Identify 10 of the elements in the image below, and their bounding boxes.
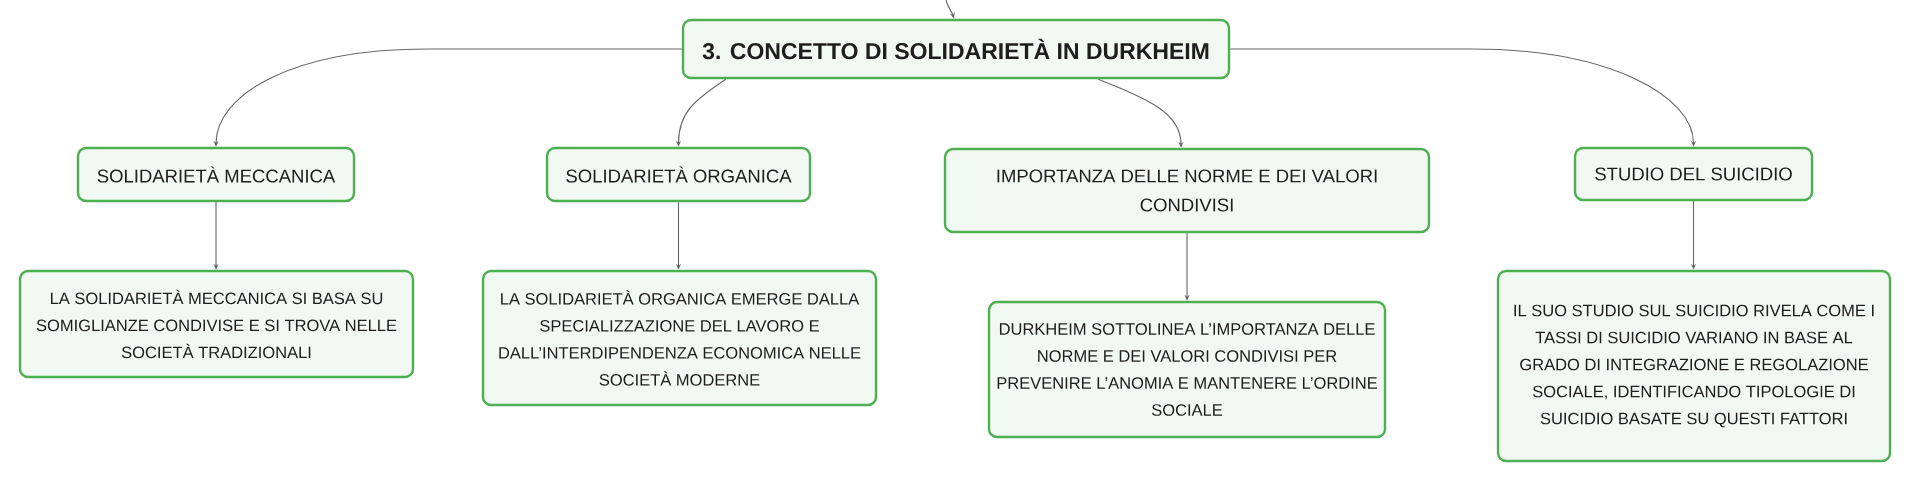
subtopic-box: SOLIDARIETÀ ORGANICA xyxy=(545,146,812,203)
note-box: IL SUO STUDIO SUL SUICIDIO RIVELA COME I TASSI DI SUICIDIO VARIANO IN BASE AL GRADO DI INTEGRAZIONE E REGOLAZIONE SOCIALE, IDENTIFICANDO TIPOLOGIE DI SUICIDIO BASATE SU QUESTI FATTORI xyxy=(1496,269,1892,463)
note-box: LA SOLIDARIETÀ ORGANICA EMERGE DALLA SPECIALIZZAZIONE DEL LAVORO E DALL’INTERDIPENDENZA ECONOMICA NELLE SOCIETÀ MODERNE xyxy=(481,269,878,407)
subtopic-box: SOLIDARIETÀ MECCANICA xyxy=(76,146,356,203)
topic-box: 3. CONCETTO DI SOLIDARIETÀ IN DURKHEIM xyxy=(681,18,1231,80)
note-box: DURKHEIM SOTTOLINEA L’IMPORTANZA DELLE NORME E DEI VALORI CONDIVISI PER PREVENIRE L’ANOMIA E MANTENERE L’ORDINE SOCIALE xyxy=(987,300,1387,439)
subtopic-box: STUDIO DEL SUICIDIO xyxy=(1573,146,1814,202)
arrow xyxy=(945,0,955,19)
subtopic-box: IMPORTANZA DELLE NORME E DEI VALORI CONDIVISI xyxy=(943,147,1431,234)
note-box: LA SOLIDARIETÀ MECCANICA SI BASA SU SOMIGLIANZE CONDIVISE E SI TROVA NELLE SOCIETÀ TRADIZIONALI xyxy=(18,269,415,379)
